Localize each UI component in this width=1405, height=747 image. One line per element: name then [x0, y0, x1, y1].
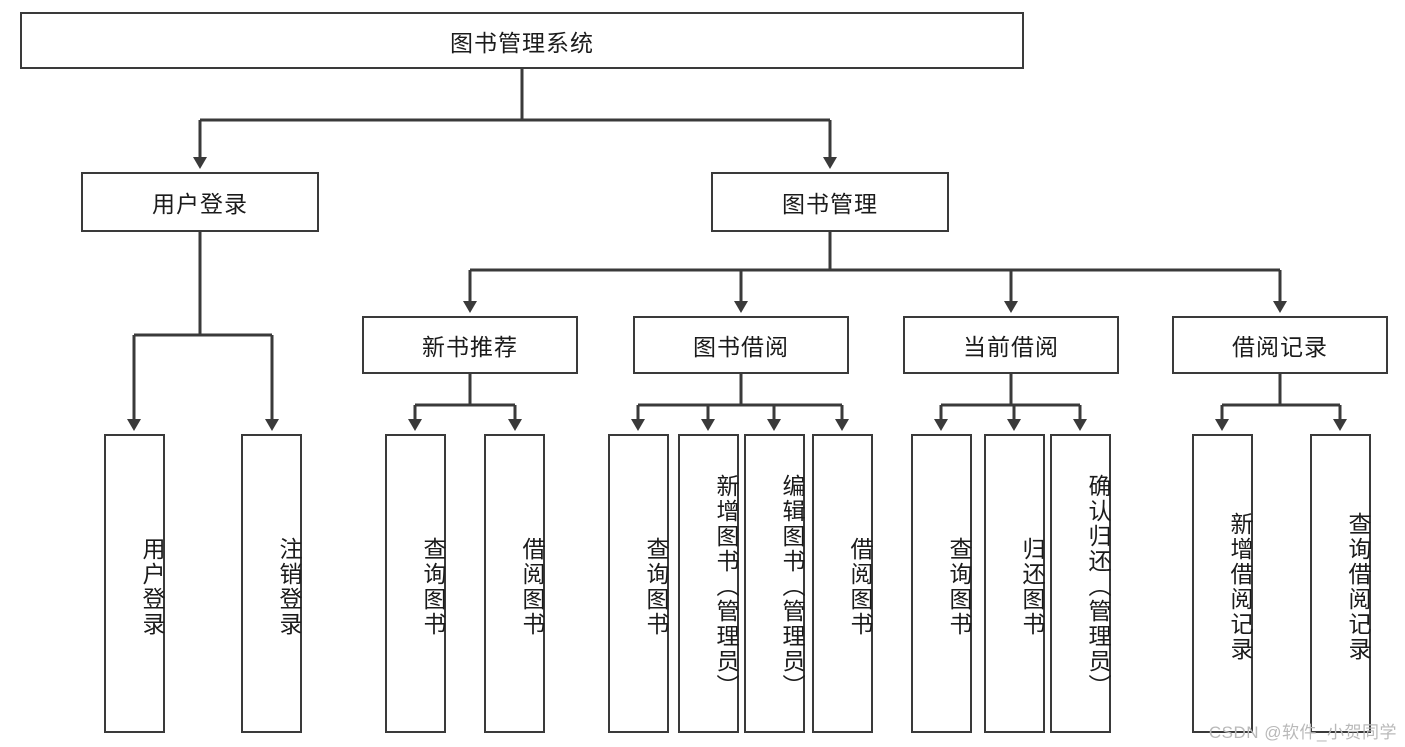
node-current-borrow-label: 当前借阅 [963, 334, 1059, 360]
leaf-return-book-label: 归还图书 [1019, 536, 1045, 637]
leaf-borrow-book[interactable]: 借阅图书 [812, 434, 873, 733]
leaf-borrow-book-recommend[interactable]: 借阅图书 [484, 434, 545, 733]
node-root[interactable]: 图书管理系统 [20, 12, 1024, 69]
node-book-borrow-label: 图书借阅 [693, 334, 789, 360]
leaf-user-login-label: 用户登录 [139, 536, 165, 637]
node-new-book-recommend[interactable]: 新书推荐 [362, 316, 578, 374]
leaf-add-book-admin-label: 新增图书（管理员） [713, 474, 739, 699]
leaf-borrow-book-label: 借阅图书 [847, 536, 873, 637]
node-borrow-record-label: 借阅记录 [1232, 334, 1328, 360]
watermark: CSDN @软件_小贺同学 [1208, 723, 1397, 742]
leaf-add-borrow-record[interactable]: 新增借阅记录 [1192, 434, 1253, 733]
leaf-confirm-return-admin-label: 确认归还（管理员） [1085, 474, 1111, 699]
leaf-user-login[interactable]: 用户登录 [104, 434, 165, 733]
leaf-user-logout-label: 注销登录 [276, 536, 302, 637]
leaf-query-book-current-label: 查询图书 [946, 536, 972, 637]
node-current-borrow[interactable]: 当前借阅 [903, 316, 1119, 374]
node-user-login-label: 用户登录 [152, 191, 248, 217]
leaf-edit-book-admin[interactable]: 编辑图书（管理员） [744, 434, 805, 733]
node-new-book-recommend-label: 新书推荐 [422, 334, 518, 360]
node-root-label: 图书管理系统 [450, 29, 594, 56]
leaf-query-book-recommend-label: 查询图书 [420, 536, 446, 637]
leaf-return-book[interactable]: 归还图书 [984, 434, 1045, 733]
leaf-query-borrow-record[interactable]: 查询借阅记录 [1310, 434, 1371, 733]
leaf-query-book-borrow[interactable]: 查询图书 [608, 434, 669, 733]
node-book-borrow[interactable]: 图书借阅 [633, 316, 849, 374]
leaf-add-book-admin[interactable]: 新增图书（管理员） [678, 434, 739, 733]
leaf-user-logout[interactable]: 注销登录 [241, 434, 302, 733]
leaf-borrow-book-recommend-label: 借阅图书 [519, 536, 545, 637]
leaf-query-book-borrow-label: 查询图书 [643, 536, 669, 637]
node-book-manage-label: 图书管理 [782, 191, 878, 217]
leaf-add-borrow-record-label: 新增借阅记录 [1227, 511, 1253, 662]
leaf-query-book-recommend[interactable]: 查询图书 [385, 434, 446, 733]
leaf-confirm-return-admin[interactable]: 确认归还（管理员） [1050, 434, 1111, 733]
leaf-query-book-current[interactable]: 查询图书 [911, 434, 972, 733]
node-user-login[interactable]: 用户登录 [81, 172, 319, 232]
leaf-edit-book-admin-label: 编辑图书（管理员） [779, 474, 805, 699]
node-borrow-record[interactable]: 借阅记录 [1172, 316, 1388, 374]
leaf-query-borrow-record-label: 查询借阅记录 [1345, 511, 1371, 662]
node-book-manage[interactable]: 图书管理 [711, 172, 949, 232]
